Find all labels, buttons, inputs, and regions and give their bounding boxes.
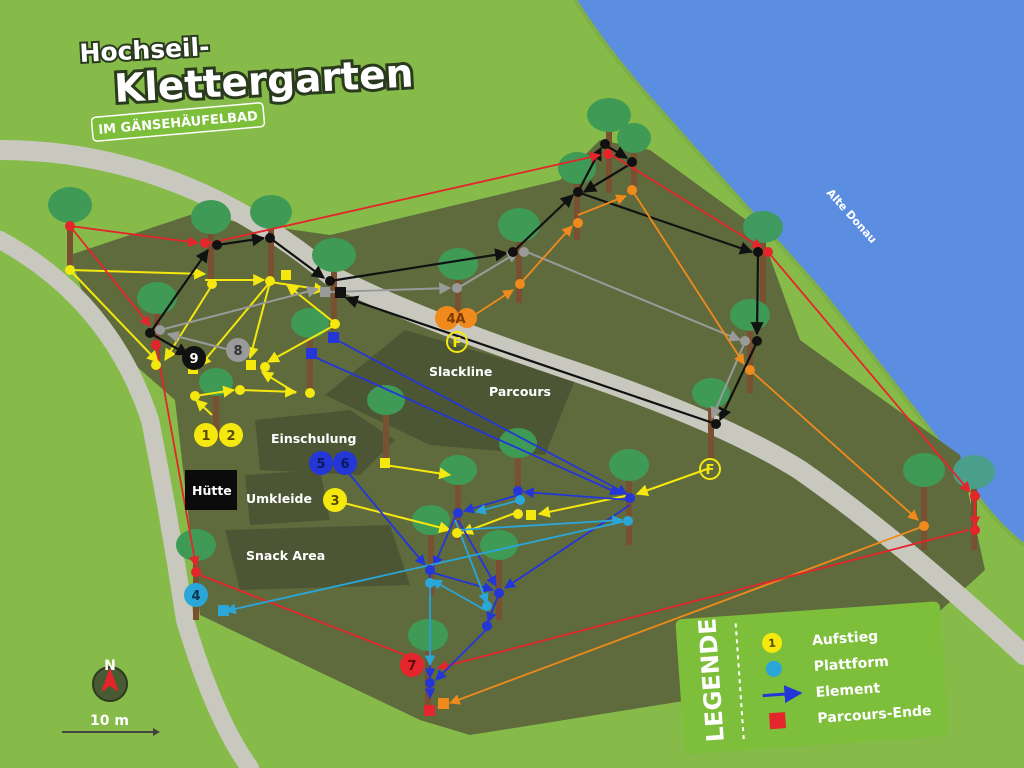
svg-text:3: 3 bbox=[330, 494, 339, 509]
finish-marker-top: F bbox=[446, 331, 468, 353]
tree-icon bbox=[903, 453, 945, 550]
svg-text:6: 6 bbox=[340, 457, 349, 472]
route-cyan bbox=[224, 499, 627, 667]
route-blue bbox=[309, 337, 631, 700]
legend-label-aufstieg: Aufstieg bbox=[812, 629, 879, 650]
legend-label-plattform: Plattform bbox=[813, 654, 889, 675]
tree-icon bbox=[48, 187, 92, 270]
tree-icon bbox=[137, 282, 177, 370]
huette-building bbox=[185, 470, 237, 510]
svg-text:4A: 4A bbox=[446, 312, 465, 327]
label-einschulung: Einschulung bbox=[271, 431, 356, 446]
route-marker-3: 3 bbox=[323, 488, 347, 512]
tree-icon bbox=[617, 123, 651, 195]
platform-dots bbox=[65, 139, 980, 688]
svg-text:4: 4 bbox=[191, 589, 200, 604]
route-marker-2: 2 bbox=[219, 423, 243, 447]
tree-icon bbox=[743, 211, 783, 305]
title-line1: Hochseil- bbox=[79, 32, 210, 68]
legend-label-parcours-ende: Parcours-Ende bbox=[817, 703, 932, 727]
trees bbox=[48, 98, 995, 710]
svg-text:5: 5 bbox=[316, 457, 325, 472]
svg-text:9: 9 bbox=[189, 352, 198, 367]
label-snack-area: Snack Area bbox=[246, 548, 325, 563]
route-black bbox=[149, 144, 764, 426]
tree-icon bbox=[250, 195, 292, 285]
route-marker-6: 6 bbox=[333, 451, 357, 475]
scale-bar: 10 m bbox=[62, 713, 160, 736]
svg-text:8: 8 bbox=[233, 344, 242, 359]
tree-icon bbox=[498, 208, 540, 303]
zone-einschulung bbox=[255, 410, 395, 475]
svg-text:2: 2 bbox=[226, 429, 235, 444]
legend-plattform-icon bbox=[765, 660, 782, 677]
route-gray bbox=[159, 251, 746, 420]
label-parcours: Parcours bbox=[489, 384, 551, 399]
svg-text:F: F bbox=[453, 336, 462, 351]
path-west bbox=[0, 231, 259, 768]
route-marker-4a: 4A bbox=[435, 306, 477, 330]
tree-icon bbox=[953, 455, 995, 550]
tree-icon bbox=[176, 529, 216, 620]
tree-icon bbox=[191, 200, 231, 285]
label-huette: Hütte bbox=[192, 483, 232, 498]
legend-element-icon bbox=[762, 685, 803, 704]
legend-sample-number: 1 bbox=[768, 637, 777, 651]
route-marker-9: 9 bbox=[182, 346, 206, 370]
svg-text:1: 1 bbox=[201, 429, 210, 444]
svg-text:F: F bbox=[706, 463, 715, 478]
tree-icon bbox=[291, 308, 329, 395]
zone-umkleide bbox=[245, 470, 330, 525]
tree-icon bbox=[499, 428, 537, 505]
compass: N bbox=[92, 658, 128, 702]
route-marker-7: 7 bbox=[400, 653, 424, 677]
route-marker-5: 5 bbox=[309, 451, 333, 475]
legend-parcours-ende-icon bbox=[769, 712, 787, 730]
svg-text:7: 7 bbox=[407, 659, 416, 674]
path-main bbox=[0, 140, 1024, 665]
route-marker-4: 4 bbox=[184, 583, 208, 607]
route-marker-1: 1 bbox=[194, 423, 218, 447]
legend-label-element: Element bbox=[815, 680, 881, 700]
label-umkleide: Umkleide bbox=[246, 491, 312, 506]
zone-snack bbox=[225, 525, 410, 590]
route-marker-8: 8 bbox=[226, 338, 250, 362]
scale-label: 10 m bbox=[90, 713, 129, 729]
finish-marker-right: F bbox=[699, 458, 721, 480]
legend: LEGENDE 1 Aufstieg Plattform Element Par… bbox=[675, 601, 949, 754]
water-alte-donau bbox=[575, 0, 1024, 545]
route-orange bbox=[448, 189, 925, 705]
legend-aufstieg-icon bbox=[762, 632, 783, 653]
label-slackline: Slackline bbox=[429, 364, 492, 379]
route-red bbox=[69, 151, 981, 671]
compass-north-label: N bbox=[104, 658, 116, 674]
